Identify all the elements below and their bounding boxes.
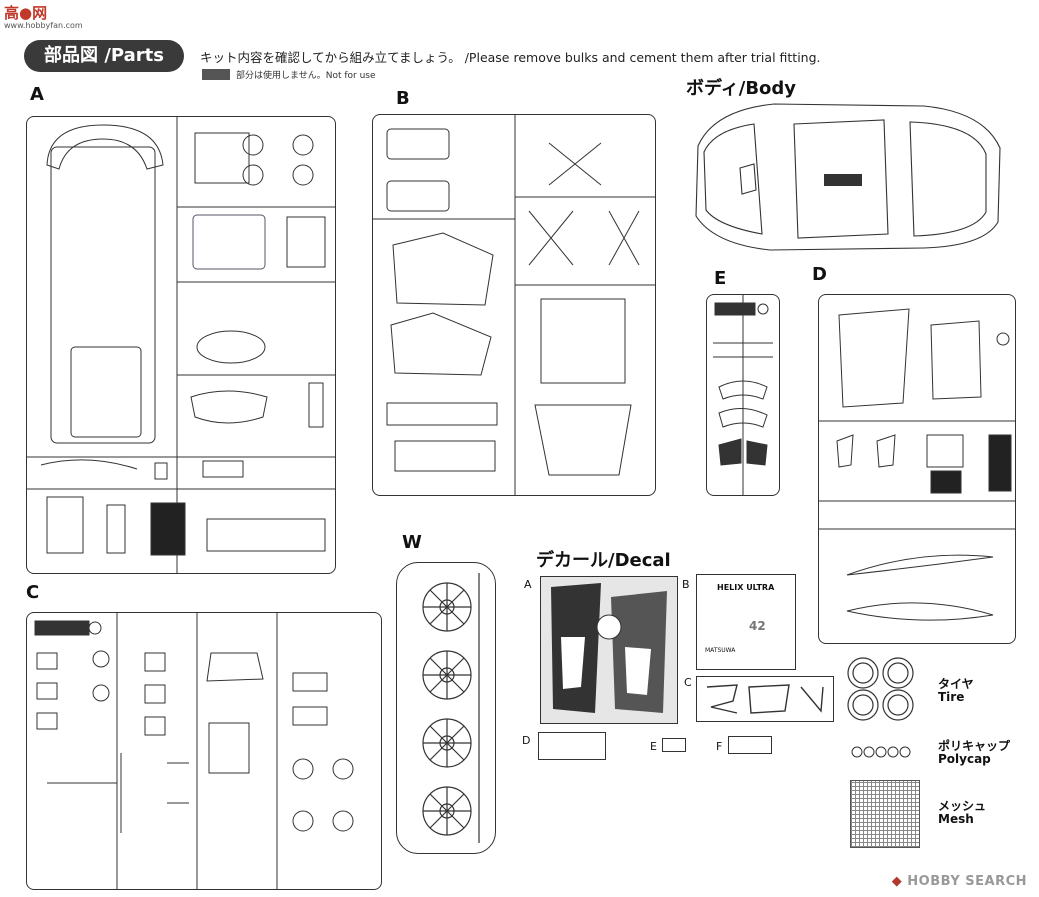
sprue-c [26, 612, 382, 890]
tire-icon [847, 657, 914, 721]
sprue-w-drawing [422, 573, 480, 843]
decal-sheet-e [662, 738, 686, 752]
mesh-label-en: Mesh [938, 812, 974, 826]
polycap-icon [851, 746, 911, 758]
mesh-sheet [850, 780, 920, 848]
sprue-d-label: D [812, 264, 827, 285]
decal-label: デカール/Decal [536, 550, 671, 571]
sprue-a-label: A [30, 84, 44, 105]
hobbysearch-watermark: ◆ HOBBY SEARCH [892, 874, 1027, 889]
sprue-b-drawing [373, 115, 655, 495]
parts-title: 部品図 /Parts [24, 40, 184, 72]
sprue-e-drawing [713, 295, 773, 495]
sprue-b [372, 114, 656, 496]
sprue-c-label: C [26, 582, 40, 603]
watermark-text: 高●网 [4, 4, 48, 22]
tire-parts [846, 656, 916, 722]
tire-label-jp: タイヤ [938, 677, 974, 691]
decal-sheet-c [696, 676, 834, 722]
not-for-use-legend: 部分は使用しません。Not for use [236, 71, 376, 81]
tire-label-en: Tire [938, 690, 965, 704]
sprue-w-label: W [402, 532, 422, 553]
decal-b-brand: HELIX ULTRA [717, 583, 775, 592]
polycap-label-jp: ポリキャップ [938, 739, 1011, 753]
watermark-bottom-text: HOBBY SEARCH [907, 874, 1027, 889]
body-shell [674, 94, 1012, 260]
body-label: ボディ/Body [686, 78, 797, 99]
watermark-logo: 高●网 www.hobbyfan.com [4, 2, 83, 30]
sprue-e [706, 294, 780, 496]
decal-sheet-c-art [706, 684, 824, 714]
decal-sheet-d-letter: D [522, 734, 531, 747]
sprue-c-drawing [34, 613, 354, 889]
decal-sheet-e-letter: E [650, 740, 657, 753]
decal-sheet-a-art [551, 583, 667, 713]
decal-sheet-a-letter: A [524, 578, 532, 591]
watermark-url: www.hobbyfan.com [4, 21, 83, 30]
sprue-b-label: B [396, 88, 410, 109]
decal-b-number: 42 [749, 619, 766, 633]
sprue-a [26, 116, 336, 574]
polycap-parts [850, 744, 914, 760]
decal-sheet-a [540, 576, 678, 724]
decal-sheet-c-letter: C [684, 676, 692, 689]
not-for-use-swatch [202, 69, 230, 80]
body-drawing [695, 103, 1001, 251]
mesh-label: メッシュ Mesh [938, 800, 986, 826]
decal-sheet-b-letter: B [682, 578, 690, 591]
sprue-a-drawing [27, 117, 335, 573]
sprue-d [818, 294, 1016, 644]
instruction-text: キット内容を確認してから組み立てましょう。 /Please remove bul… [200, 50, 821, 65]
sprue-d-drawing [819, 308, 1015, 621]
decal-b-sponsor: MATSUWA [705, 647, 736, 654]
tire-label: タイヤ Tire [938, 678, 974, 704]
decal-sheet-b: HELIX ULTRA 42 MATSUWA [696, 574, 796, 670]
polycap-label: ポリキャップ Polycap [938, 740, 1010, 766]
sprue-e-label: E [714, 268, 727, 289]
watermark-icon: ◆ [891, 874, 903, 889]
decal-sheet-d [538, 732, 606, 760]
decal-sheet-f [728, 736, 772, 754]
polycap-label-en: Polycap [938, 752, 991, 766]
decal-sheet-f-letter: F [716, 740, 723, 753]
sprue-w [396, 562, 496, 854]
mesh-label-jp: メッシュ [938, 799, 987, 813]
